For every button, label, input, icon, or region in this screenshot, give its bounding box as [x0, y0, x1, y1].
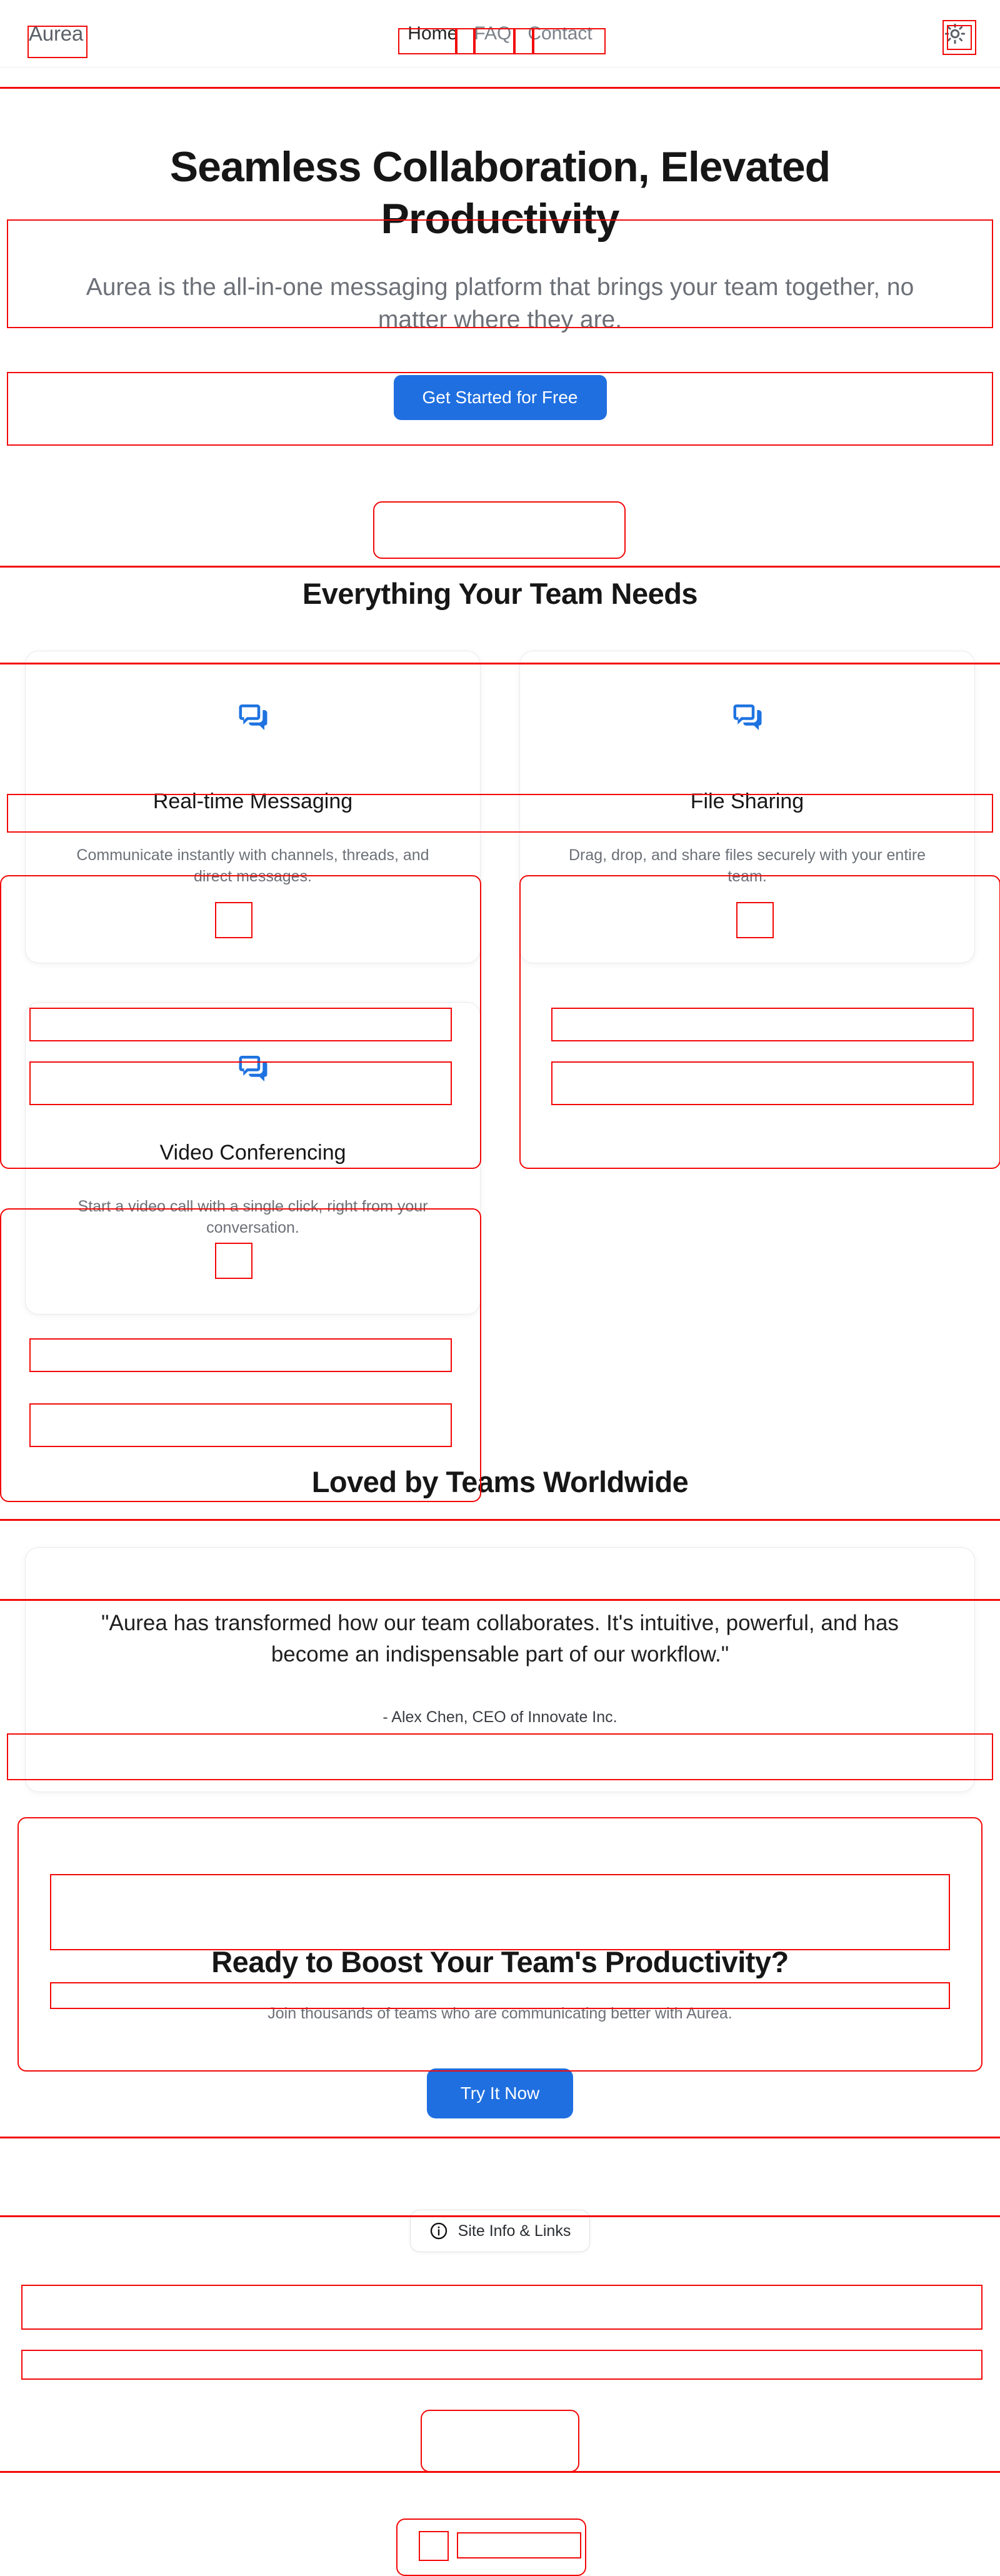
cta-title: Ready to Boost Your Team's Productivity?: [211, 1945, 789, 1978]
annotation-footer-icon: [419, 2531, 449, 2561]
cta-section: Ready to Boost Your Team's Productivity?…: [0, 1871, 1000, 2182]
annotation-footer-chip: [396, 2518, 586, 2576]
feature-card-file-sharing[interactable]: File Sharing Drag, drop, and share files…: [519, 650, 975, 963]
annotation-features-bottom: [0, 1519, 1000, 1521]
feature-card-title: Real-time Messaging: [152, 789, 353, 813]
annotation-hero-bottom: [0, 566, 1000, 568]
chat-bubbles-icon: [556, 696, 938, 735]
testimonial-author: - Alex Chen, CEO of Innovate Inc.: [382, 1708, 618, 1726]
site-header: Aurea Home FAQ Contact: [0, 0, 1000, 68]
feature-card-description: Start a video call with a single click, …: [78, 1197, 428, 1236]
get-started-button[interactable]: Get Started for Free: [393, 375, 607, 421]
features-section: Everything Your Team Needs Real-time Mes…: [0, 503, 1000, 1389]
annotation-features-top: [0, 663, 1000, 664]
annotation-testimonials-top: [0, 1599, 1000, 1601]
feature-card-title: Video Conferencing: [159, 1140, 346, 1165]
chat-bubbles-icon: [62, 696, 444, 735]
hero-title: Seamless Collaboration, Elevated Product…: [169, 143, 831, 243]
main-navigation: Home FAQ Contact: [408, 24, 592, 43]
cta-subtitle: Join thousands of teams who are communic…: [268, 2004, 732, 2022]
chat-bubbles-icon: [62, 1048, 444, 1086]
brand-logo[interactable]: Aurea: [29, 22, 84, 45]
feature-card-title: File Sharing: [690, 789, 804, 813]
nav-link-home[interactable]: Home: [408, 23, 458, 44]
feature-grid: Real-time Messaging Communicate instantl…: [25, 650, 975, 1315]
testimonials-section: Loved by Teams Worldwide "Aurea has tran…: [0, 1390, 1000, 1871]
testimonial-quote: "Aurea has transformed how our team coll…: [101, 1611, 899, 1666]
annotation-cta-top: [0, 2215, 1000, 2217]
annotation-cta-bottom: [0, 2471, 1000, 2473]
nav-link-contact[interactable]: Contact: [528, 23, 592, 44]
annotation-cta-subtitle: [21, 2350, 982, 2380]
annotation-header-divider: [0, 87, 1000, 89]
feature-card-description: Drag, drop, and share files securely wit…: [568, 846, 926, 885]
info-circle-icon: [429, 2222, 448, 2240]
sun-icon: [944, 23, 966, 44]
hero-subtitle: Aurea is the all-in-one messaging platfo…: [86, 273, 914, 334]
feature-card-real-time-messaging[interactable]: Real-time Messaging Communicate instantl…: [25, 650, 481, 963]
feature-card-description: Communicate instantly with channels, thr…: [76, 846, 429, 885]
try-it-now-button[interactable]: Try It Now: [426, 2068, 574, 2119]
testimonial-card: "Aurea has transformed how our team coll…: [25, 1547, 975, 1792]
theme-toggle-button[interactable]: [939, 18, 971, 50]
hero-section: Seamless Collaboration, Elevated Product…: [0, 68, 1000, 503]
nav-link-faq[interactable]: FAQ: [474, 23, 512, 44]
site-info-links-label: Site Info & Links: [458, 2222, 571, 2240]
annotation-footer-label: [457, 2532, 581, 2558]
annotation-cta-button: [421, 2410, 579, 2472]
annotation-cta-title: [21, 2285, 982, 2330]
feature-card-video-conferencing[interactable]: Video Conferencing Start a video call wi…: [25, 1001, 481, 1315]
annotation-testimonials-bottom: [0, 2137, 1000, 2138]
features-title: Everything Your Team Needs: [302, 577, 698, 611]
testimonials-title: Loved by Teams Worldwide: [311, 1465, 689, 1498]
